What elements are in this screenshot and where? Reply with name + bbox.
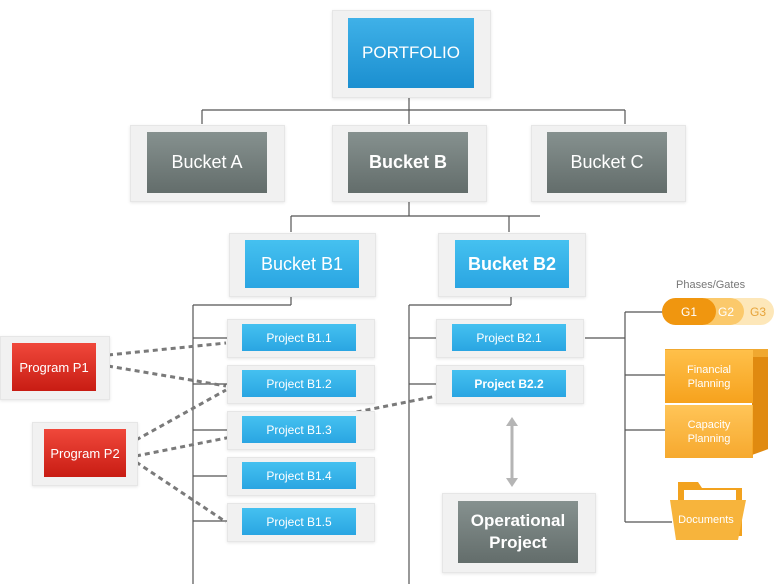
- operational-box[interactable]: Operational Project: [458, 501, 578, 563]
- bucket-b2-box[interactable]: Bucket B2: [455, 240, 569, 288]
- financial-planning-box[interactable]: Financial Planning: [665, 350, 753, 403]
- financial-planning-label: Financial Planning: [686, 363, 732, 390]
- project-b2-2-box[interactable]: Project B2.2: [452, 370, 566, 397]
- bucket-a-label: Bucket A: [171, 152, 243, 172]
- project-b1-5-box[interactable]: Project B1.5: [242, 508, 356, 535]
- folder-icon[interactable]: [668, 476, 748, 544]
- bucket-b-box[interactable]: Bucket B: [348, 132, 468, 193]
- bucket-a-box[interactable]: Bucket A: [147, 132, 267, 193]
- project-b1-2-label: Project B1.2: [266, 376, 332, 391]
- project-b1-3-label: Project B1.3: [266, 422, 332, 437]
- bucket-b1-box[interactable]: Bucket B1: [245, 240, 359, 288]
- gate-g1[interactable]: G1: [662, 298, 716, 325]
- portfolio-label: PORTFOLIO: [362, 43, 460, 62]
- capacity-planning-box[interactable]: Capacity Planning: [665, 405, 753, 458]
- capacity-planning-label: Capacity Planning: [687, 418, 731, 445]
- project-b2-1-box[interactable]: Project B2.1: [452, 324, 566, 351]
- operational-label: Operational Project: [470, 511, 566, 552]
- documents-label: Documents: [678, 514, 734, 526]
- gate-g3-label: G3: [749, 304, 766, 319]
- bucket-b-label: Bucket B: [368, 152, 448, 172]
- project-b1-1-box[interactable]: Project B1.1: [242, 324, 356, 351]
- project-b1-1-label: Project B1.1: [266, 330, 332, 345]
- project-b1-2-box[interactable]: Project B1.2: [242, 370, 356, 397]
- program-p2-box[interactable]: Program P2: [44, 429, 126, 477]
- project-b2-2-label: Project B2.2: [474, 376, 544, 391]
- planning-stack-side: [752, 351, 768, 455]
- project-b2-1-label: Project B2.1: [476, 330, 542, 345]
- program-p1-box[interactable]: Program P1: [12, 343, 96, 391]
- gate-g1-label: G1: [680, 304, 697, 319]
- bucket-c-label: Bucket C: [570, 152, 644, 172]
- phases-title: Phases/Gates: [676, 279, 746, 291]
- bucket-b1-label: Bucket B1: [260, 253, 344, 274]
- gate-g2-label: G2: [717, 304, 734, 319]
- portfolio-box[interactable]: PORTFOLIO: [348, 18, 474, 88]
- bucket-c-box[interactable]: Bucket C: [547, 132, 667, 193]
- project-b1-4-label: Project B1.4: [266, 468, 332, 483]
- bucket-b2-label: Bucket B2: [467, 253, 557, 274]
- program-p2-label: Program P2: [50, 445, 120, 461]
- program-p1-label: Program P1: [19, 359, 89, 375]
- project-b1-3-box[interactable]: Project B1.3: [242, 416, 356, 443]
- project-b1-4-box[interactable]: Project B1.4: [242, 462, 356, 489]
- project-b1-5-label: Project B1.5: [266, 514, 332, 529]
